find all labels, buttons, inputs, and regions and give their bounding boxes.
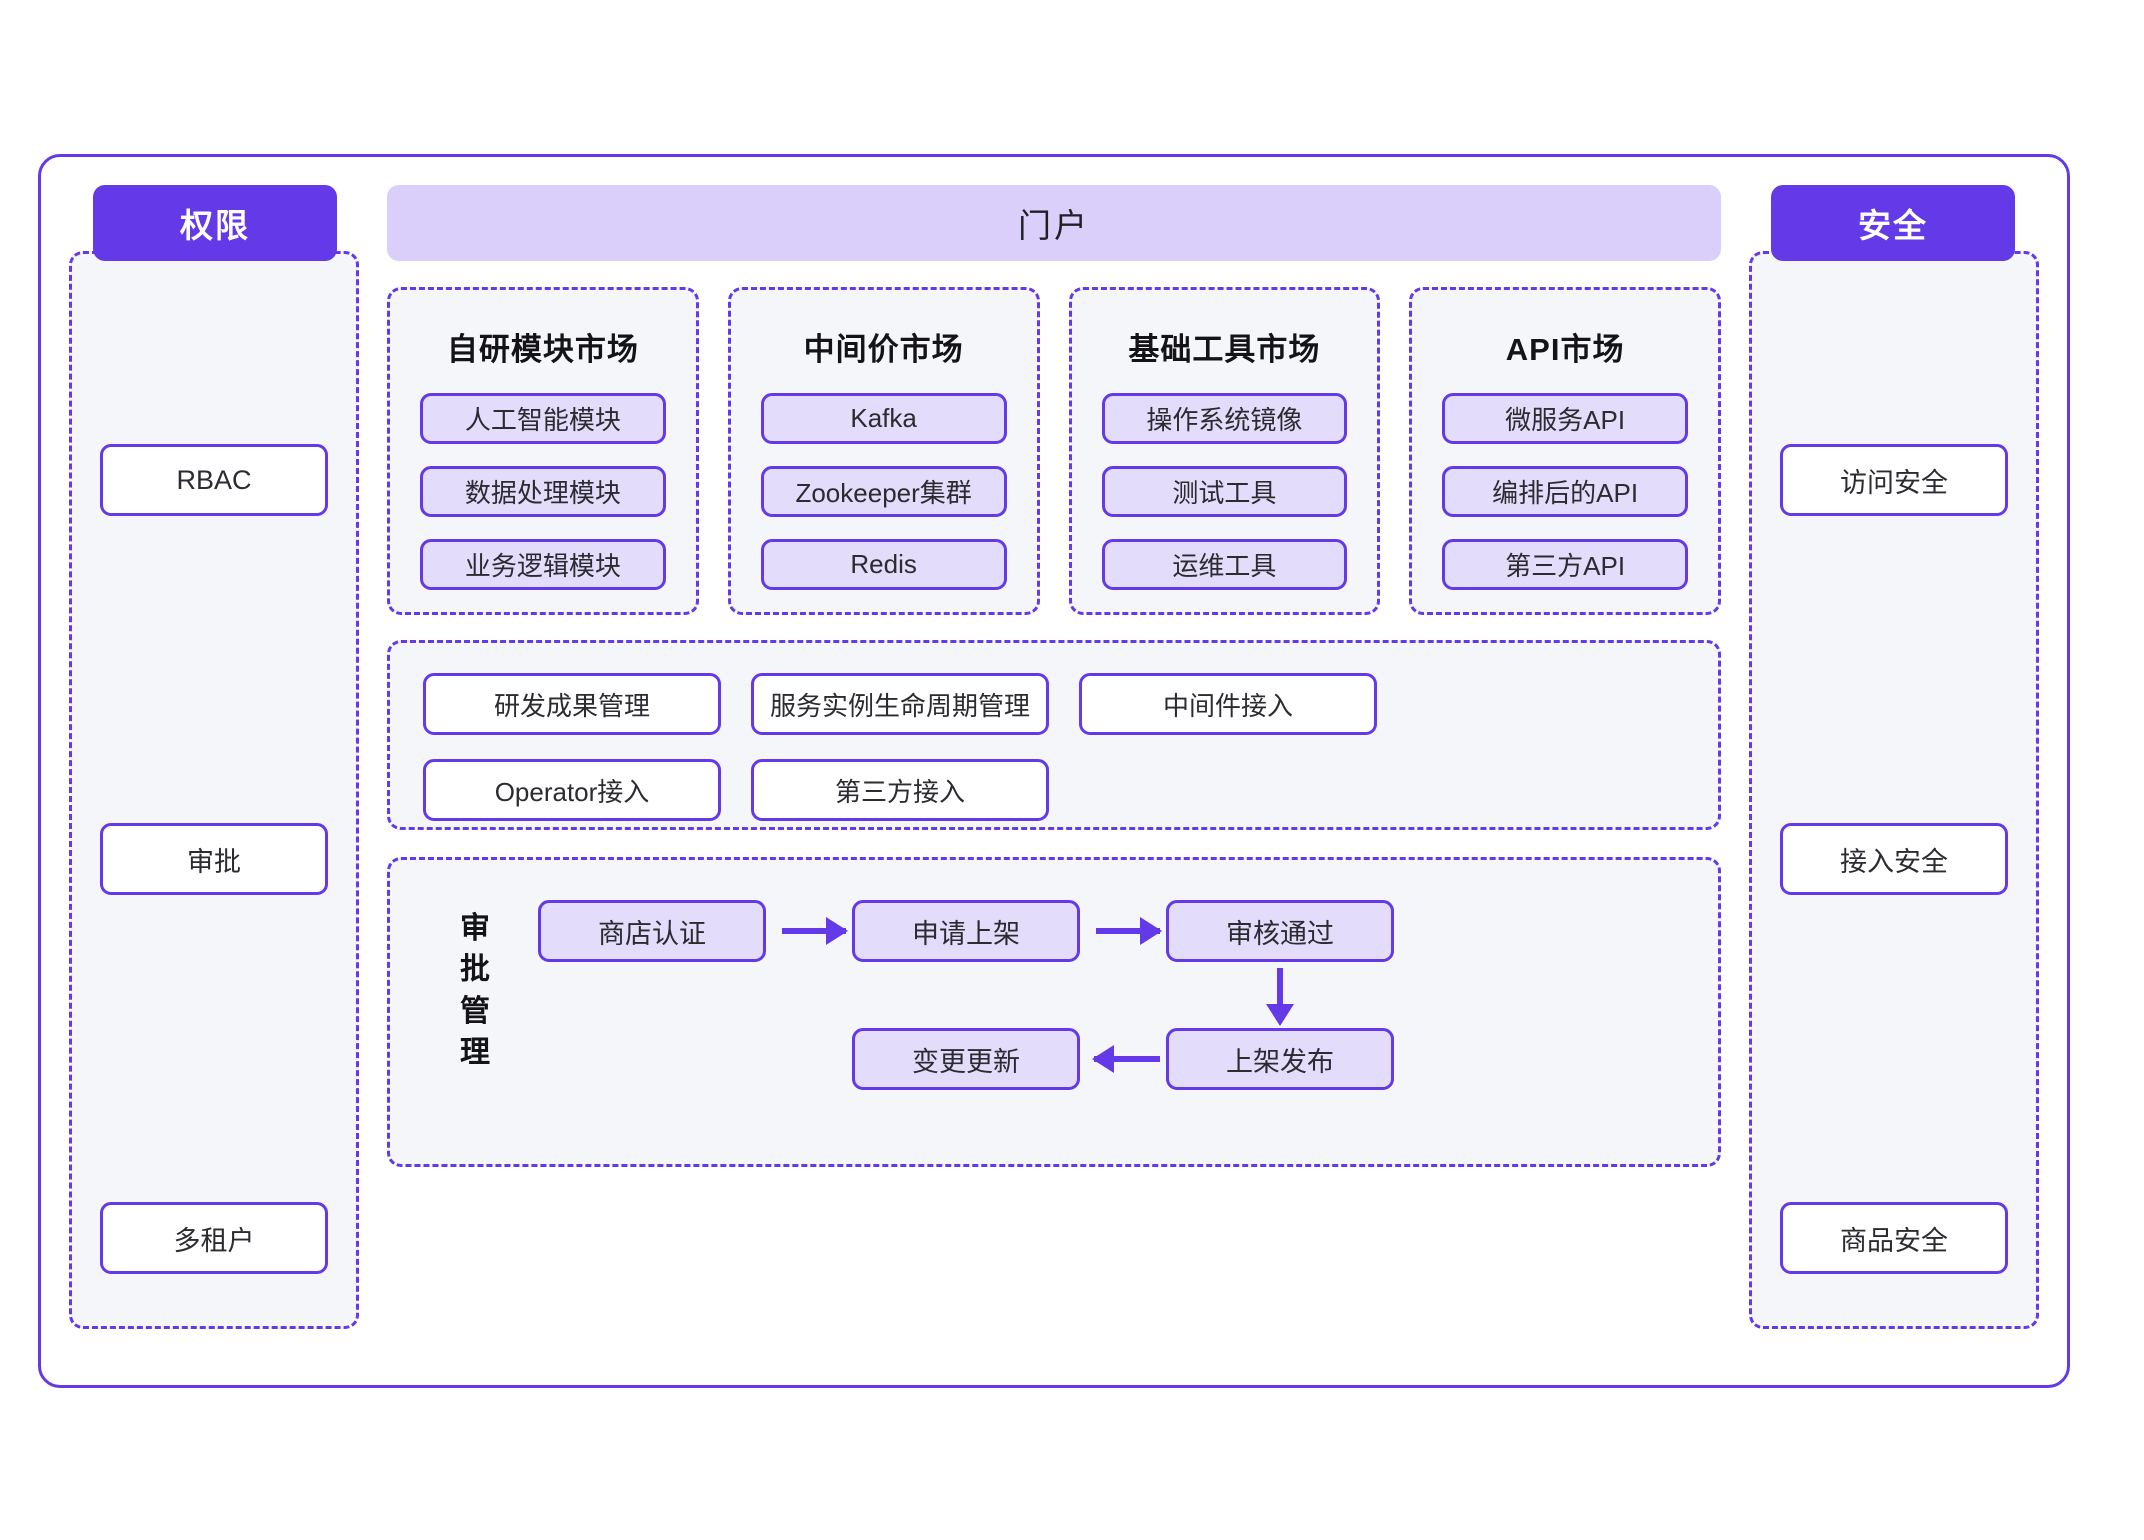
security-column: 访问安全 接入安全 商品安全 bbox=[1749, 251, 2039, 1329]
security-item-access[interactable]: 访问安全 bbox=[1780, 444, 2008, 516]
portal-title: 门户 bbox=[1018, 207, 1090, 244]
flow-arrow-right-icon bbox=[1096, 917, 1162, 945]
permission-item-label: RBAC bbox=[176, 464, 252, 495]
market-item[interactable]: 运维工具 bbox=[1101, 539, 1348, 590]
permission-item-list: RBAC 审批 多租户 bbox=[100, 404, 328, 1292]
security-header-badge: 安全 bbox=[1771, 185, 2015, 261]
market-item[interactable]: 微服务API bbox=[1442, 393, 1688, 444]
flow-node-shop-certification[interactable]: 商店认证 bbox=[538, 900, 766, 962]
flow-node-review-passed[interactable]: 审核通过 bbox=[1166, 900, 1394, 962]
permission-item-rbac[interactable]: RBAC bbox=[100, 444, 328, 516]
capability-item-thirdparty-onboarding[interactable]: 第三方接入 bbox=[751, 759, 1049, 821]
approval-label-char: 批 bbox=[460, 953, 490, 987]
security-item-list: 访问安全 接入安全 商品安全 bbox=[1780, 404, 2008, 1292]
market-title: 自研模块市场 bbox=[446, 332, 639, 367]
market-title: 中间价市场 bbox=[803, 332, 964, 367]
approval-workflow-panel: 审 批 管 理 商店认证 申请上架 审核通过 上架发布 变更更新 bbox=[387, 857, 1721, 1167]
permission-item-multitenant[interactable]: 多租户 bbox=[100, 1202, 328, 1274]
flow-arrow-left-icon bbox=[1092, 1045, 1160, 1073]
market-card-middleware: 中间价市场 Kafka Zookeeper集群 Redis bbox=[727, 287, 1040, 615]
capability-panel: 研发成果管理 服务实例生命周期管理 中间件接入 Operator接入 第三方接入 bbox=[387, 640, 1721, 830]
architecture-frame: RBAC 审批 多租户 权限 访问安全 接入安全 商品安全 安全 bbox=[38, 154, 2070, 1388]
portal-banner: 门户 bbox=[387, 185, 1721, 261]
market-item[interactable]: 第三方API bbox=[1442, 539, 1688, 590]
capability-item-rnd-assets[interactable]: 研发成果管理 bbox=[423, 673, 721, 735]
permission-item-label: 多租户 bbox=[173, 1225, 255, 1256]
flow-node-publish-listing[interactable]: 上架发布 bbox=[1166, 1028, 1394, 1090]
market-item[interactable]: Redis bbox=[760, 539, 1007, 590]
market-card-api: API市场 微服务API 编排后的API 第三方API bbox=[1409, 287, 1721, 615]
permission-item-label: 审批 bbox=[187, 846, 241, 877]
market-title: API市场 bbox=[1505, 332, 1625, 367]
market-item[interactable]: 编排后的API bbox=[1442, 466, 1688, 517]
market-item[interactable]: Zookeeper集群 bbox=[760, 466, 1007, 517]
security-item-label: 访问安全 bbox=[1840, 467, 1948, 498]
flow-arrow-down-icon bbox=[1266, 968, 1294, 1026]
market-item[interactable]: 业务逻辑模块 bbox=[420, 539, 666, 590]
approval-section-label: 审 批 管 理 bbox=[454, 908, 496, 1074]
security-item-ingress[interactable]: 接入安全 bbox=[1780, 823, 2008, 895]
flow-arrow-right-icon bbox=[782, 917, 848, 945]
market-item[interactable]: Kafka bbox=[760, 393, 1007, 444]
market-item[interactable]: 数据处理模块 bbox=[420, 466, 666, 517]
permission-header-label: 权限 bbox=[180, 207, 250, 244]
market-item[interactable]: 测试工具 bbox=[1101, 466, 1348, 517]
market-title: 基础工具市场 bbox=[1128, 332, 1321, 367]
security-item-product[interactable]: 商品安全 bbox=[1780, 1202, 2008, 1274]
security-header-label: 安全 bbox=[1858, 207, 1928, 244]
approval-label-char: 审 bbox=[460, 912, 490, 945]
permission-item-approval[interactable]: 审批 bbox=[100, 823, 328, 895]
market-card-base-tools: 基础工具市场 操作系统镜像 测试工具 运维工具 bbox=[1068, 287, 1381, 615]
capability-item-operator-onboarding[interactable]: Operator接入 bbox=[423, 759, 721, 821]
market-row: 自研模块市场 人工智能模块 数据处理模块 业务逻辑模块 中间价市场 Kafka … bbox=[387, 287, 1721, 615]
approval-label-char: 理 bbox=[460, 1036, 490, 1070]
market-item[interactable]: 操作系统镜像 bbox=[1101, 393, 1348, 444]
market-card-self-developed: 自研模块市场 人工智能模块 数据处理模块 业务逻辑模块 bbox=[387, 287, 699, 615]
flow-node-apply-listing[interactable]: 申请上架 bbox=[852, 900, 1080, 962]
security-item-label: 商品安全 bbox=[1840, 1225, 1948, 1256]
center-column: 门户 自研模块市场 人工智能模块 数据处理模块 业务逻辑模块 中间价市场 Kaf… bbox=[387, 157, 1721, 1385]
market-item[interactable]: 人工智能模块 bbox=[420, 393, 666, 444]
permission-column: RBAC 审批 多租户 bbox=[69, 251, 359, 1329]
capability-item-middleware-onboarding[interactable]: 中间件接入 bbox=[1079, 673, 1377, 735]
flow-node-change-update[interactable]: 变更更新 bbox=[852, 1028, 1080, 1090]
capability-item-service-lifecycle[interactable]: 服务实例生命周期管理 bbox=[751, 673, 1049, 735]
permission-header-badge: 权限 bbox=[93, 185, 337, 261]
approval-label-char: 管 bbox=[460, 994, 490, 1028]
security-item-label: 接入安全 bbox=[1840, 846, 1948, 877]
